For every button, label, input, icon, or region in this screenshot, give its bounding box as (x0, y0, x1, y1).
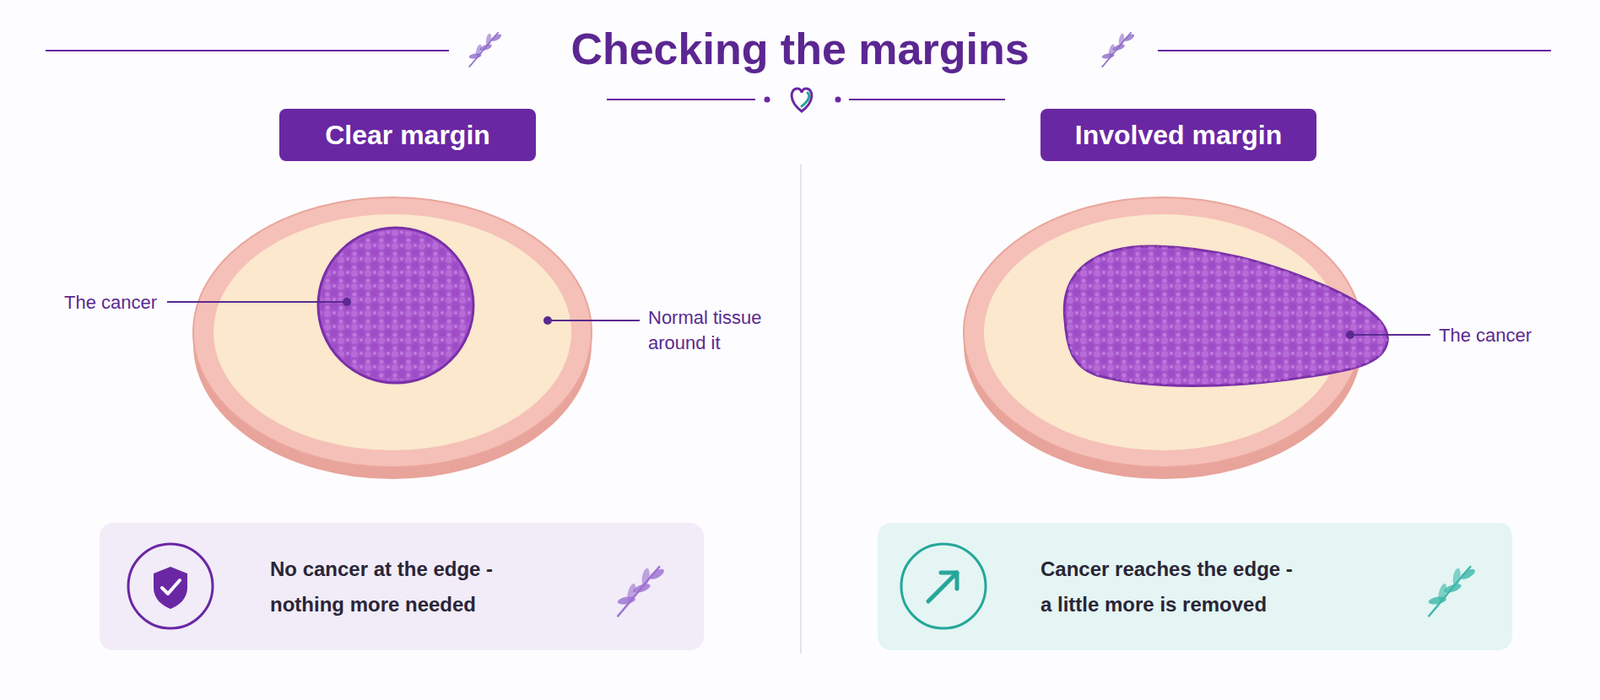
cancer (1064, 246, 1388, 386)
cancer (318, 227, 474, 384)
shield (153, 567, 188, 610)
heart-icon (801, 92, 810, 107)
leader-dot (543, 316, 552, 325)
dot (835, 97, 842, 103)
leaf-sprig (1101, 32, 1136, 68)
dot (764, 97, 771, 103)
leader-dot (342, 297, 352, 307)
note-box (877, 523, 1513, 651)
callout-label: Normal tissue around it (648, 305, 792, 357)
check-mark (162, 580, 180, 595)
note-text: No cancer at the edge - nothing more nee… (270, 551, 530, 623)
leaf-sprig (468, 32, 503, 68)
title-rule (45, 49, 449, 52)
title-rule (606, 98, 756, 101)
shield-check-icon (128, 544, 213, 629)
callout-label: The cancer (64, 290, 157, 316)
cancer-texture (320, 230, 471, 381)
panel-header: Clear margin (279, 108, 536, 162)
callout-label: The cancer (1438, 323, 1532, 349)
leaf-sprig (1427, 566, 1477, 617)
leader-line (547, 319, 640, 322)
tissue-disc (193, 197, 592, 480)
cancer-blob (1064, 246, 1388, 386)
note-box: Cancer reaches the edge - a little more … (877, 523, 1513, 651)
leaf-sprig (616, 566, 666, 617)
icon-ring (128, 544, 213, 629)
note-box: No cancer at the edge - nothing more nee… (99, 523, 704, 651)
title: Checking the margins (0, 21, 1600, 76)
note-box (99, 523, 704, 651)
normal-tissue (213, 214, 572, 451)
arrow-head (940, 572, 957, 590)
divider (800, 164, 802, 655)
disc-rim (193, 197, 592, 468)
title-rule (1157, 49, 1552, 52)
panel-header: Involved margin (1040, 108, 1317, 162)
leader-dot (1345, 330, 1355, 340)
title-rule (848, 98, 1006, 101)
cancer-blob (318, 227, 474, 384)
heart-icon (791, 88, 812, 112)
leader-line (1350, 334, 1431, 336)
header-text: Involved margin (1075, 118, 1282, 152)
arrow-shaft (928, 572, 957, 602)
cancer-texture (1064, 246, 1388, 386)
arrow-icon (901, 544, 986, 629)
header-text: Clear margin (324, 118, 491, 152)
leader-line (167, 301, 346, 303)
icon-ring (901, 544, 986, 629)
note-text: Cancer reaches the edge - a little more … (1040, 551, 1301, 623)
